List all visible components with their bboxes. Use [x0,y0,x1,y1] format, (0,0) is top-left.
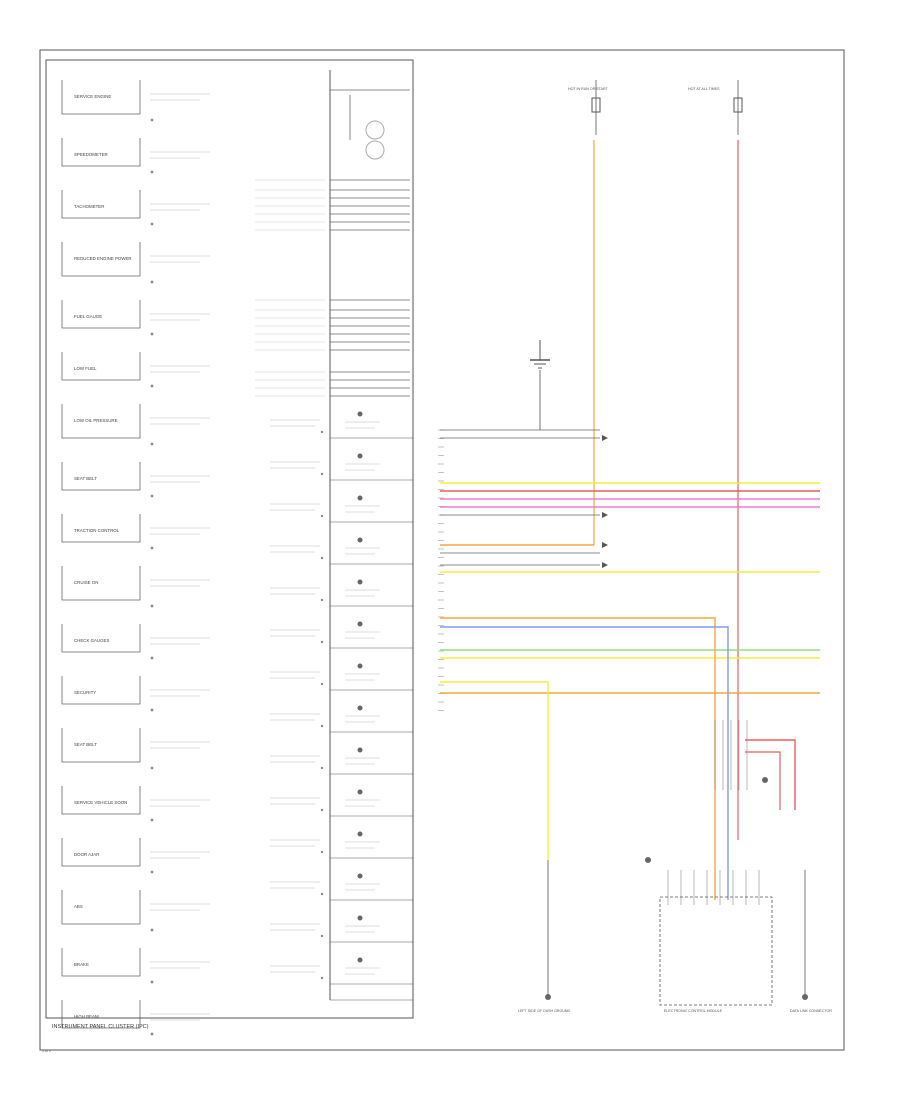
right-indicator-list [270,411,413,985]
right-cell [270,957,413,985]
indicator-label: SECURITY [74,690,96,695]
indicator-label: SPEEDOMETER [74,152,108,157]
right-cell [270,789,413,817]
indicator-label: ABS [74,904,83,909]
indicator-cell: HIGH BEAM [61,1000,210,1036]
indicator-cell: SEAT BELT [61,728,210,770]
right-cell [270,411,413,439]
wire-tan-route [440,617,716,900]
module-dot [645,857,651,863]
indicator-label: SERVICE ENGINE [74,94,111,99]
indicator-label: BRAKE [74,962,89,967]
indicator-label: TRACTION CONTROL [74,528,120,533]
wire-blue-route [440,626,729,900]
page-code: 1 of 2 [42,1049,51,1053]
data-link-connector [802,870,808,1000]
indicator-cell: LOW OIL PRESSURE [61,404,210,446]
right-cell [270,453,413,481]
right-cell [270,495,413,523]
right-cell [270,537,413,565]
left-ground-label: LEFT SIDE OF DASH GROUND [518,1009,570,1013]
indicator-cell: FUEL GAUGE [61,300,210,336]
right-cell [270,579,413,607]
pin-rows [255,89,410,397]
indicator-label: SEAT BELT [74,476,97,481]
right-cell [270,873,413,901]
indicator-label: SEAT BELT [74,742,97,747]
indicator-label: LOW FUEL [74,366,97,371]
module-dot-2 [762,777,768,783]
wire-arrows [602,435,760,905]
cluster-label: INSTRUMENT PANEL CLUSTER (IPC) [52,1024,149,1030]
connector-strip [438,429,600,711]
indicator-label: HIGH BEAM [74,1014,99,1019]
right-module-box [659,896,773,1006]
indicator-label: CHECK GAUGES [74,638,109,643]
indicator-label: LOW OIL PRESSURE [74,418,118,423]
indicator-label: SERVICE VEHICLE SOON [74,800,127,805]
indicator-cell: BRAKE [61,948,210,984]
bottom-ground-icon [545,860,551,1000]
right-cell [270,621,413,649]
right-cell [270,663,413,691]
fuse-left [591,80,601,135]
wire-yellow-route [440,681,549,860]
ground-icon [530,340,550,430]
indicator-cell: DOOR AJAR [61,838,210,874]
indicator-cell: CRUISE ON [61,566,210,608]
right-cell [270,915,413,943]
fuse-right [733,80,743,135]
indicator-cell: TACHOMETER [61,190,210,226]
power-label-right: HOT AT ALL TIMES [688,87,720,91]
indicator-cell: ABS [61,890,210,932]
indicator-cell: TRACTION CONTROL [61,514,210,550]
indicator-cell: SEAT BELT [61,462,210,498]
indicator-cell: REDUCED ENGINE POWER [61,242,210,284]
indicator-cell: SERVICE VEHICLE SOON [61,786,210,822]
wire-red-route-2 [745,751,781,810]
indicator-label: DOOR AJAR [74,852,99,857]
indicator-list: SERVICE ENGINE SPEEDOMETER TACHOMETER REDUC… [61,80,210,1036]
indicator-cell: SERVICE ENGINE [61,80,210,122]
right-cell [270,705,413,733]
right-cell [270,831,413,859]
diagram-frame [39,49,845,1051]
indicator-cell: CHECK GAUGES [61,624,210,660]
rightmost-label: DATA LINK CONNECTOR [790,1009,832,1013]
indicator-cell: SECURITY [61,676,210,712]
right-module-label: ELECTRONIC CONTROL MODULE [664,1009,723,1013]
cluster-box [45,59,414,1019]
indicator-label: TACHOMETER [74,204,104,209]
indicator-label: CRUISE ON [74,580,98,585]
right-cell [270,747,413,775]
indicator-cell: LOW FUEL [61,352,210,388]
indicator-cell: SPEEDOMETER [61,138,210,174]
indicator-label: REDUCED ENGINE POWER [74,256,132,261]
wire-red-route [745,739,796,810]
power-label-left: HOT IN RUN OR START [568,87,609,91]
indicator-label: FUEL GAUGE [74,314,102,319]
